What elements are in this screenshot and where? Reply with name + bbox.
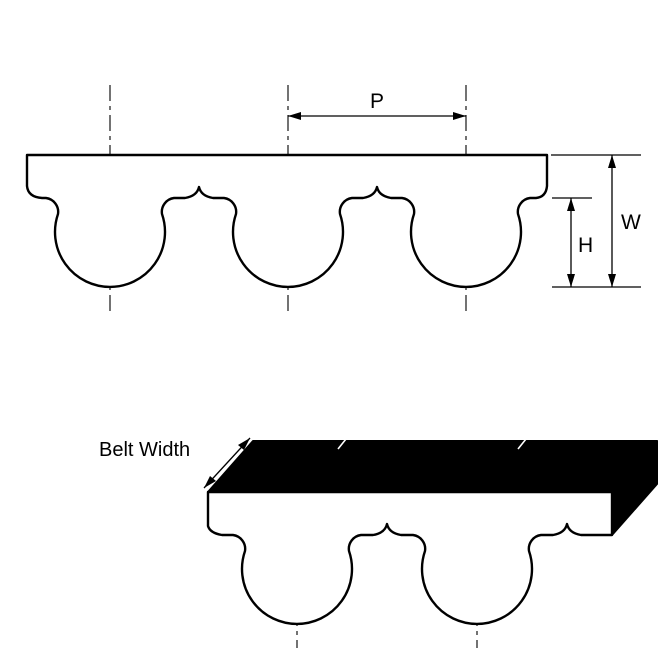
belt-width-label: Belt Width	[99, 439, 190, 461]
pitch-arrow-right-icon	[453, 112, 466, 120]
pitch-dimension: P	[288, 90, 466, 120]
belt-3d-end-face	[611, 440, 658, 536]
belt-3d-view	[206, 438, 658, 648]
height-arrow-down-icon	[567, 274, 575, 287]
belt-width-annotation: Belt Width	[99, 437, 251, 489]
thickness-arrow-up-icon	[608, 155, 616, 168]
top-face-tick-2	[517, 438, 527, 450]
tooth-height-dimension: H	[552, 197, 593, 287]
top-face-tick-1	[337, 438, 347, 450]
pitch-arrow-left-icon	[288, 112, 301, 120]
belt-width-arrow-upper-icon	[238, 438, 250, 450]
height-arrow-up-icon	[567, 198, 575, 211]
thickness-label: W	[621, 211, 641, 234]
thickness-dimension: W	[551, 154, 641, 288]
pitch-label: P	[370, 90, 384, 113]
belt-width-arrow-lower-icon	[204, 476, 216, 488]
belt-profile-top-view	[25, 85, 549, 315]
belt-3d-front-face	[206, 490, 614, 626]
height-label: H	[578, 234, 593, 257]
thickness-arrow-down-icon	[608, 274, 616, 287]
belt-profile-outline	[25, 153, 549, 289]
belt-3d-top-face	[207, 440, 658, 493]
